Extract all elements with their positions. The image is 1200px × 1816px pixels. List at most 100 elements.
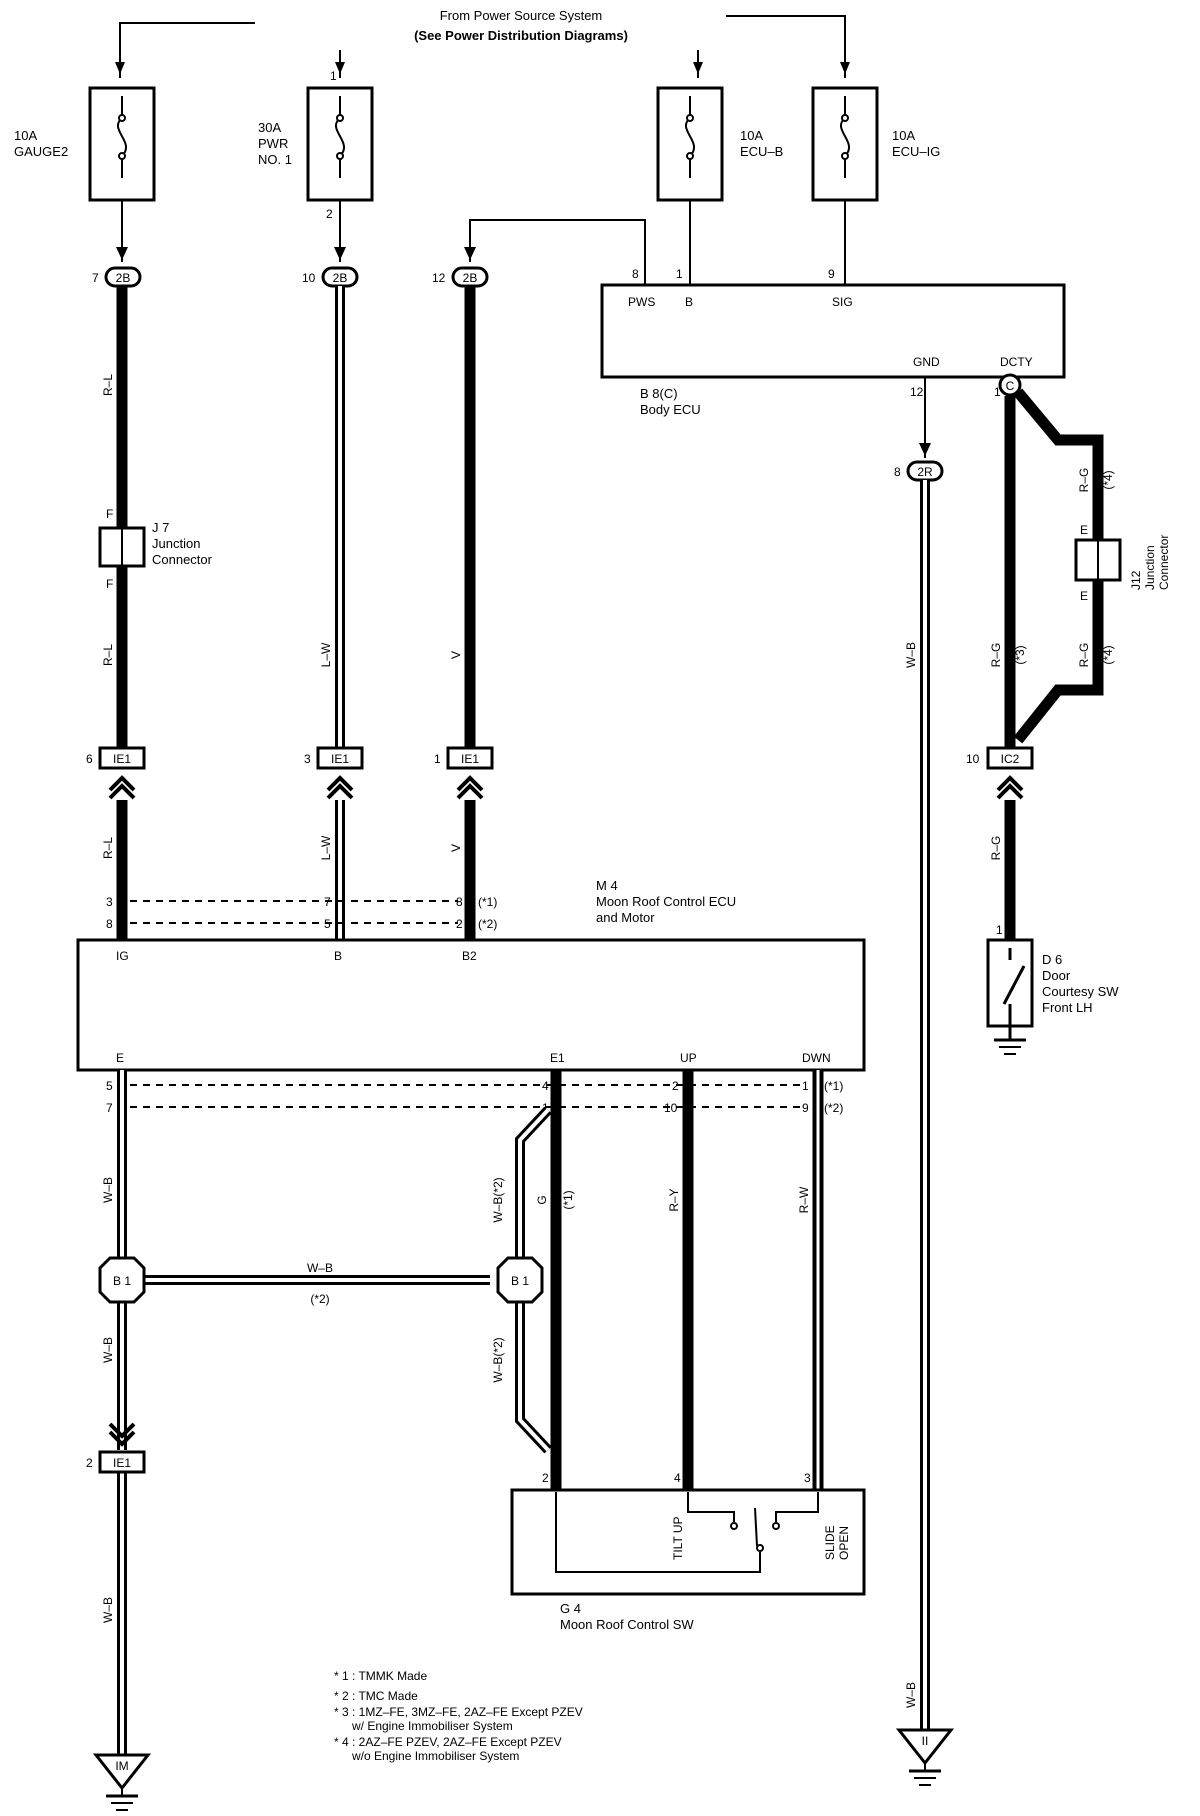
j12-line2: Connector: [1157, 535, 1171, 590]
footnote-4b: w/o Engine Immobiliser System: [351, 1749, 519, 1763]
body-ecu-terminal-gnd: GND: [913, 355, 940, 369]
wire-color-w-b-e1: W–B: [101, 1177, 115, 1203]
junction-connector-j7: F F J 7 Junction Connector: [98, 507, 213, 591]
note-3: (*3): [1013, 645, 1027, 664]
body-ecu-terminal-dcty: DCTY: [1000, 355, 1033, 369]
connector-c: C: [998, 373, 1022, 397]
note-2-top: (*2): [478, 917, 497, 931]
g4-pin-3: 3: [804, 1471, 811, 1485]
body-ecu-id: B 8(C): [640, 386, 678, 401]
g4-pin-2: 2: [542, 1471, 549, 1485]
connector-ie1-1: IE1 1: [434, 746, 494, 770]
junction-connector-j12: E E J12 Junction Connector: [1074, 523, 1171, 603]
moon-roof-ecu-m4: M 4 Moon Roof Control ECU and Motor IG B…: [76, 878, 866, 1072]
fuse-pwr-no1: 30A PWR NO. 1 1 2: [258, 69, 374, 221]
g4-pin-4: 4: [674, 1471, 681, 1485]
fuse-pwr-name: PWR: [258, 136, 288, 151]
b1-left-label: B 1: [113, 1274, 131, 1288]
m4-bot-pin-2: 2: [672, 1079, 679, 1093]
m4-bot-pin-10: 10: [664, 1101, 678, 1115]
fuse-ecu-b-amp: 10A: [740, 128, 763, 143]
body-ecu-name: Body ECU: [640, 402, 701, 417]
fuse-ecu-ig-amp: 10A: [892, 128, 915, 143]
g4-id: G 4: [560, 1601, 581, 1616]
wire-color-r-y: R–Y: [667, 1188, 681, 1211]
ie1-chevrons: [108, 775, 484, 800]
m4-terminal-ig: IG: [116, 949, 129, 963]
pin-1-d6: 1: [996, 923, 1003, 937]
j7-line2: Connector: [152, 552, 213, 567]
m4-top-pin-3: 3: [106, 895, 113, 909]
m4-top-pin-2: 2: [456, 917, 463, 931]
d6-line3: Front LH: [1042, 1000, 1093, 1015]
connector-2b-7: 2B 7: [92, 266, 142, 288]
connector-ie1-label: IE1: [113, 752, 131, 766]
g4-tilt-up: TILT UP: [671, 1516, 685, 1560]
m4-bot-pin-4: 4: [542, 1079, 549, 1093]
connector-2b-label: 2B: [333, 271, 348, 285]
fuse-gauge2-name: GAUGE2: [14, 144, 68, 159]
d6-line2: Courtesy SW: [1042, 984, 1119, 999]
body-ecu-pin-9: 9: [828, 267, 835, 281]
note-2-h: (*2): [310, 1292, 329, 1306]
connector-2b-12: 2B 12: [432, 266, 489, 288]
pin-10: 10: [302, 271, 316, 285]
body-ecu-terminal-sig: SIG: [832, 295, 853, 309]
m4-top-pin-7: 7: [324, 895, 331, 909]
j7-pin-f-top: F: [106, 507, 113, 521]
wire-color-w-b-2-top: W–B(*2): [491, 1177, 505, 1222]
footnote-2: * 2 : TMC Made: [334, 1689, 418, 1703]
wire-color-r-g-j12-bottom: R–G: [1077, 643, 1091, 668]
connector-ic2-label: IC2: [1001, 752, 1020, 766]
g4-open: OPEN: [837, 1526, 851, 1560]
connector-2r-8: 2R 8: [894, 460, 944, 482]
wire-color-r-g-dcty: R–G: [989, 643, 1003, 668]
pin-7: 7: [92, 271, 99, 285]
fuse-ecu-b: 10A ECU–B: [656, 86, 783, 202]
fuse-gauge2: 10A GAUGE2: [14, 86, 156, 202]
fuse-pwr-name2: NO. 1: [258, 152, 292, 167]
connector-ie1-label: IE1: [331, 752, 349, 766]
j7-line1: Junction: [152, 536, 200, 551]
wire-color-r-w: R–W: [797, 1186, 811, 1213]
m4-terminal-dwn: DWN: [802, 1051, 831, 1065]
pin-2: 2: [86, 1456, 93, 1470]
m4-bot-pin-5: 5: [106, 1079, 113, 1093]
footnote-3: * 3 : 1MZ–FE, 3MZ–FE, 2AZ–FE Except PZEV: [334, 1705, 583, 1719]
wire-color-r-l-1: R–L: [101, 374, 115, 396]
wire-color-w-b-gnd-1: W–B: [904, 642, 918, 668]
power-feed-lines: [115, 15, 850, 78]
wire-color-v-2: V: [449, 844, 463, 852]
pin-12: 12: [432, 271, 446, 285]
wire-color-l-w-1: L–W: [319, 642, 333, 667]
footnote-4: * 4 : 2AZ–FE PZEV, 2AZ–FE Except PZEV: [334, 1735, 562, 1749]
m4-top-pin-8b: 8: [456, 895, 463, 909]
body-ecu-terminal-b: B: [685, 295, 693, 309]
m4-id: M 4: [596, 878, 618, 893]
ground-point-im: IM: [92, 1753, 152, 1811]
ground-icon: [994, 1038, 1026, 1055]
m4-terminal-e: E: [116, 1051, 124, 1065]
m4-terminal-b: B: [334, 949, 342, 963]
connector-2b-label: 2B: [463, 271, 478, 285]
m4-terminal-b2: B2: [462, 949, 477, 963]
note-1-g: (*1): [561, 1190, 575, 1209]
connector-ie1-label: IE1: [461, 752, 479, 766]
body-ecu: PWS B SIG GND DCTY 8 1 9 12 1 B 8(C) Bod…: [600, 267, 1066, 417]
pin-10-ic2: 10: [966, 752, 980, 766]
junction-b1-left: B 1: [98, 1256, 146, 1304]
m4-top-pin-5: 5: [324, 917, 331, 931]
note-4-top: (*4): [1101, 470, 1115, 489]
note-1-bottom: (*1): [824, 1079, 843, 1093]
connector-ie1-6: IE1 6: [86, 746, 146, 770]
g4-slide: SLIDE: [823, 1525, 837, 1560]
connector-2r-label: 2R: [917, 465, 933, 479]
wire-color-r-g-ic2: R–G: [989, 836, 1003, 861]
ground-im-label: IM: [115, 1759, 128, 1773]
wire-color-w-b-2-bottom: W–B(*2): [491, 1337, 505, 1382]
b1-right-label: B 1: [511, 1274, 529, 1288]
body-ecu-pin-8: 8: [632, 267, 639, 281]
m4-bot-pin-1b: 1: [802, 1079, 809, 1093]
footnote-3b: w/ Engine Immobiliser System: [351, 1719, 513, 1733]
